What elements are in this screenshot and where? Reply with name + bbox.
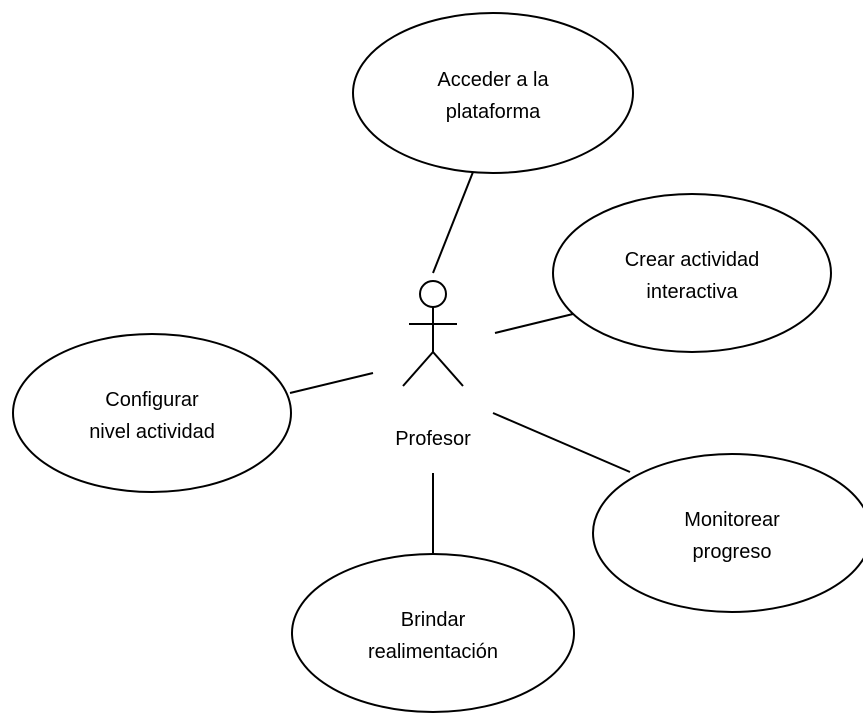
association-acceder [432, 171, 474, 274]
actor-left-leg [402, 351, 434, 387]
use-case-label-line-1: Acceder a la [437, 69, 549, 91]
use-case-label-line-1: Monitorear [684, 509, 780, 531]
use-case-ellipse [291, 553, 575, 713]
use-case-ellipse [592, 453, 863, 613]
association-crear [494, 313, 574, 334]
use-case-label-line-2: progreso [693, 541, 772, 563]
use-case-label-line-1: Crear actividad [625, 249, 760, 271]
use-case-configurar[interactable]: Configurar nivel actividad [12, 333, 292, 493]
use-case-ellipse [12, 333, 292, 493]
use-case-label-line-2: nivel actividad [89, 421, 215, 443]
use-case-brindar[interactable]: Brindar realimentación [291, 553, 575, 713]
use-case-label-line-2: realimentación [368, 641, 498, 663]
use-case-crear[interactable]: Crear actividad interactiva [552, 193, 832, 353]
use-case-ellipse [552, 193, 832, 353]
actor-right-leg [432, 351, 464, 387]
use-case-acceder[interactable]: Acceder a la plataforma [352, 12, 634, 174]
use-case-monitorear[interactable]: Monitorear progreso [592, 453, 863, 613]
use-case-label-line-1: Brindar [401, 609, 466, 631]
use-case-ellipse [352, 12, 634, 174]
use-case-label-line-2: interactiva [646, 281, 738, 303]
use-case-label-line-2: plataforma [446, 101, 541, 123]
actor-label: Profesor [395, 428, 471, 450]
association-configurar [289, 372, 374, 394]
association-monitorear [492, 412, 631, 473]
actor-profesor[interactable]: Profesor [395, 280, 471, 450]
actor-head [419, 280, 447, 308]
use-case-label-line-1: Configurar [105, 389, 199, 411]
